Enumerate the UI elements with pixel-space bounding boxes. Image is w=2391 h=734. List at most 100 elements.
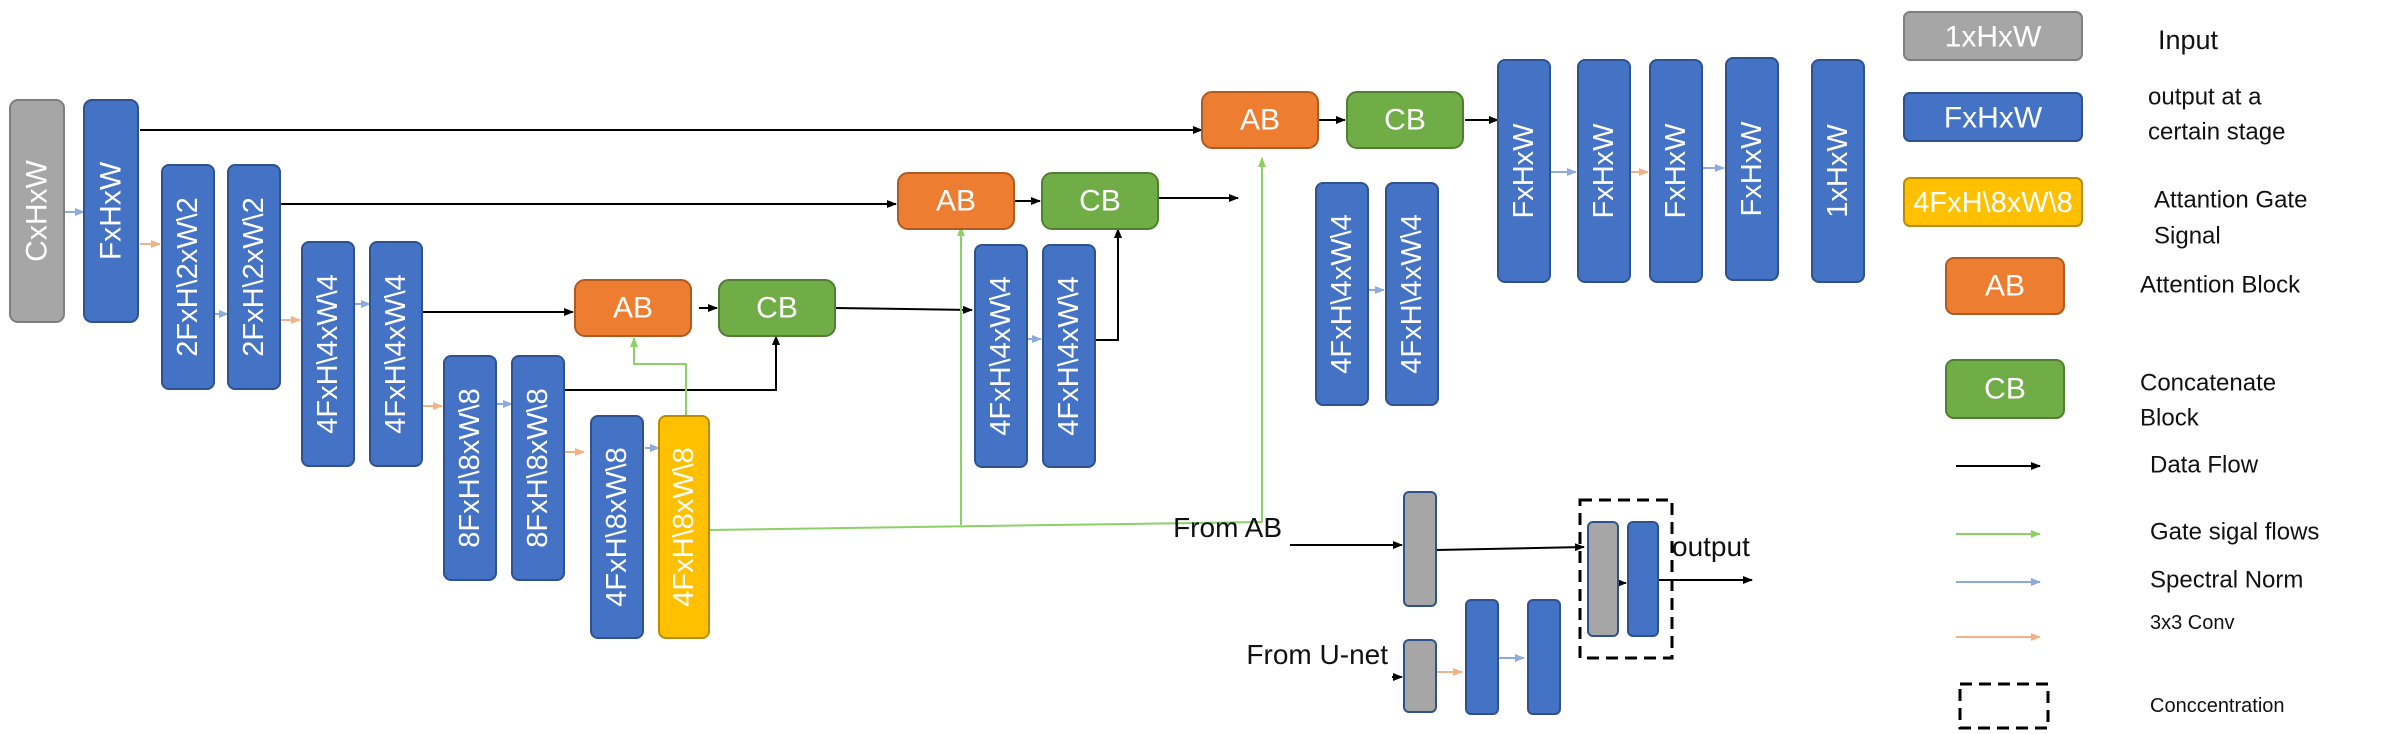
upsample-block-mid-a-label: 4FxH\4xW\4 bbox=[985, 276, 1017, 436]
legend-gate-label-2: Signal bbox=[2154, 223, 2221, 250]
legend-spectral-norm-label: Spectral Norm bbox=[2150, 567, 2303, 594]
cb-out-arrow-low bbox=[834, 305, 973, 314]
inset-concat-blue-block bbox=[1627, 521, 1659, 637]
bottleneck-block: 4FxH\8xW\8 bbox=[590, 415, 644, 639]
concat-block-top-label: CB bbox=[1384, 104, 1426, 137]
legend-gate-flow-label: Gate sigal flows bbox=[2150, 519, 2319, 546]
upsample-block-top-a: 4FxH\4xW\4 bbox=[1315, 182, 1369, 406]
legend-conv: 3x3 Conv bbox=[1956, 612, 2235, 641]
upsample-block-mid-b-label: 4FxH\4xW\4 bbox=[1053, 276, 1085, 436]
legend-gate-box-text: 4FxH\8xW\8 bbox=[1913, 187, 2073, 219]
output-block-1: FxHxW bbox=[1497, 59, 1551, 283]
concat-block-mid-label: CB bbox=[1079, 185, 1121, 218]
upsample-block-top-b: 4FxH\4xW\4 bbox=[1385, 182, 1439, 406]
upsample-block-top-b-label: 4FxH\4xW\4 bbox=[1396, 214, 1428, 374]
encoder-block-l2b-label: 4FxH\4xW\4 bbox=[380, 274, 412, 434]
inset-ab-to-concat-arrow bbox=[1435, 543, 1585, 552]
legend-gate-flow: Gate sigal flows bbox=[1956, 519, 2319, 546]
legend-ab-swatch bbox=[1945, 257, 2065, 315]
encoder-block-l3b: 8FxH\8xW\8 bbox=[511, 355, 565, 581]
legend-cb-box-text: CB bbox=[1984, 373, 2026, 406]
output-block-final: 1xHxW bbox=[1811, 59, 1865, 283]
attention-block-top-label: AB bbox=[1240, 104, 1280, 137]
upsample-block-top-a-label: 4FxH\4xW\4 bbox=[1326, 214, 1358, 374]
feature-block-f1-label: FxHxW bbox=[95, 161, 128, 260]
encoder-block-l3b-label: 8FxH\8xW\8 bbox=[522, 388, 554, 548]
encoder-block-l2a-label: 4FxH\4xW\4 bbox=[312, 274, 344, 434]
output-block-2: FxHxW bbox=[1577, 59, 1631, 283]
inset-ab-gray-block bbox=[1403, 491, 1437, 607]
inset-conv-blue-block bbox=[1465, 599, 1499, 715]
attention-block-top: AB bbox=[1201, 91, 1319, 149]
legend-ab-label: Attention Block bbox=[2140, 272, 2301, 299]
decoder-blocks: AB CB AB CB AB CB 4FxH\4xW\4 4FxH bbox=[574, 91, 1464, 468]
output-block-4-label: FxHxW bbox=[1736, 121, 1768, 217]
gate-signal-block: 4FxH\8xW\8 bbox=[658, 415, 710, 639]
encoder-block-l3a: 8FxH\8xW\8 bbox=[443, 355, 497, 581]
legend-stage-label-2: certain stage bbox=[2148, 119, 2285, 146]
legend-conv-label: 3x3 Conv bbox=[2150, 612, 2235, 634]
inset-unet-gray-block bbox=[1403, 639, 1437, 713]
output-block-3: FxHxW bbox=[1649, 59, 1703, 283]
legend-concentration-swatch bbox=[1958, 682, 2050, 730]
inset-concat-gray-block bbox=[1587, 521, 1619, 637]
legend-stage-box-text: FxHxW bbox=[1944, 102, 2043, 135]
legend-cb-label-2: Block bbox=[2140, 405, 2200, 432]
legend-stage-output: FxHxW output at a certain stage bbox=[1903, 84, 2285, 146]
legend-input-label: Input bbox=[2158, 25, 2219, 55]
output-block-3-label: FxHxW bbox=[1660, 123, 1692, 219]
encoder-block-l1b: 2FxH\2xW\2 bbox=[227, 164, 281, 390]
legend-cb-swatch bbox=[1945, 359, 2065, 419]
legend-spectral-norm: Spectral Norm bbox=[1956, 567, 2303, 594]
encoder-block-l1a-label: 2FxH\2xW\2 bbox=[172, 197, 204, 357]
legend-concentration: Conccentration bbox=[1958, 682, 2285, 730]
output-block-4: FxHxW bbox=[1725, 57, 1779, 281]
legend-concat-block: CB Concatenate Block bbox=[1945, 359, 2276, 432]
legend-cb-label-1: Concatenate bbox=[2140, 370, 2276, 397]
upsample-block-mid-b: 4FxH\4xW\4 bbox=[1042, 244, 1096, 468]
legend-gate-label-1: Attantion Gate bbox=[2154, 187, 2307, 214]
output-block-final-label: 1xHxW bbox=[1822, 124, 1854, 218]
attention-block-low: AB bbox=[574, 279, 692, 337]
legend-ab-box-text: AB bbox=[1985, 270, 2025, 303]
inset-norm-blue-block bbox=[1527, 599, 1561, 715]
l3-to-cb-arrow bbox=[564, 335, 780, 391]
concat-block-mid: CB bbox=[1041, 172, 1159, 230]
legend-data-flow: Data Flow bbox=[1956, 452, 2259, 479]
concat-block-top: CB bbox=[1346, 91, 1464, 149]
upsample-block-mid-a: 4FxH\4xW\4 bbox=[974, 244, 1028, 468]
inset-from-unet-label: From U-net bbox=[1246, 639, 1388, 670]
legend-stage-label-1: output at a bbox=[2148, 84, 2262, 111]
attention-block-mid: AB bbox=[897, 172, 1015, 230]
gate-line-main bbox=[707, 521, 1263, 531]
legend-stage-swatch bbox=[1903, 92, 2083, 142]
inset-from-ab-label: From AB bbox=[1173, 512, 1282, 543]
legend-input-box-text: 1xHxW bbox=[1945, 21, 2042, 54]
bottleneck-block-label: 4FxH\8xW\8 bbox=[601, 447, 633, 607]
output-head: FxHxW FxHxW FxHxW FxHxW 1xHxW bbox=[1497, 57, 1865, 283]
inset-concat-dashed-frame bbox=[1578, 498, 1674, 660]
encoder-block-l3a-label: 8FxH\8xW\8 bbox=[454, 388, 486, 548]
encoder-block-l2a: 4FxH\4xW\4 bbox=[301, 241, 355, 467]
feature-block-f1: FxHxW bbox=[83, 99, 139, 323]
concat-block-low: CB bbox=[718, 279, 836, 337]
input-block-label: CxHxW bbox=[21, 159, 54, 261]
inset-output-label: output bbox=[1672, 531, 1750, 562]
input-block: CxHxW bbox=[9, 99, 65, 323]
legend-gate-swatch bbox=[1903, 177, 2083, 227]
encoder-block-l1b-label: 2FxH\2xW\2 bbox=[238, 197, 270, 357]
attention-block-mid-label: AB bbox=[936, 185, 976, 218]
attention-block-low-label: AB bbox=[613, 292, 653, 325]
concat-block-low-label: CB bbox=[756, 292, 798, 325]
legend-gate-signal: 4FxH\8xW\8 Attantion Gate Signal bbox=[1903, 177, 2307, 250]
gate-signal-block-label: 4FxH\8xW\8 bbox=[668, 447, 700, 607]
legend-concentration-label: Conccentration bbox=[2150, 695, 2285, 717]
encoder-block-l2b: 4FxH\4xW\4 bbox=[369, 241, 423, 467]
connectors bbox=[64, 116, 1753, 681]
output-block-2-label: FxHxW bbox=[1588, 123, 1620, 219]
legend-attention-block: AB Attention Block bbox=[1945, 257, 2301, 315]
output-block-1-label: FxHxW bbox=[1508, 123, 1540, 219]
encoder: CxHxW FxHxW 2FxH\2xW\2 2FxH\2xW\2 4FxH\4… bbox=[9, 99, 710, 639]
legend-input-swatch bbox=[1903, 11, 2083, 61]
